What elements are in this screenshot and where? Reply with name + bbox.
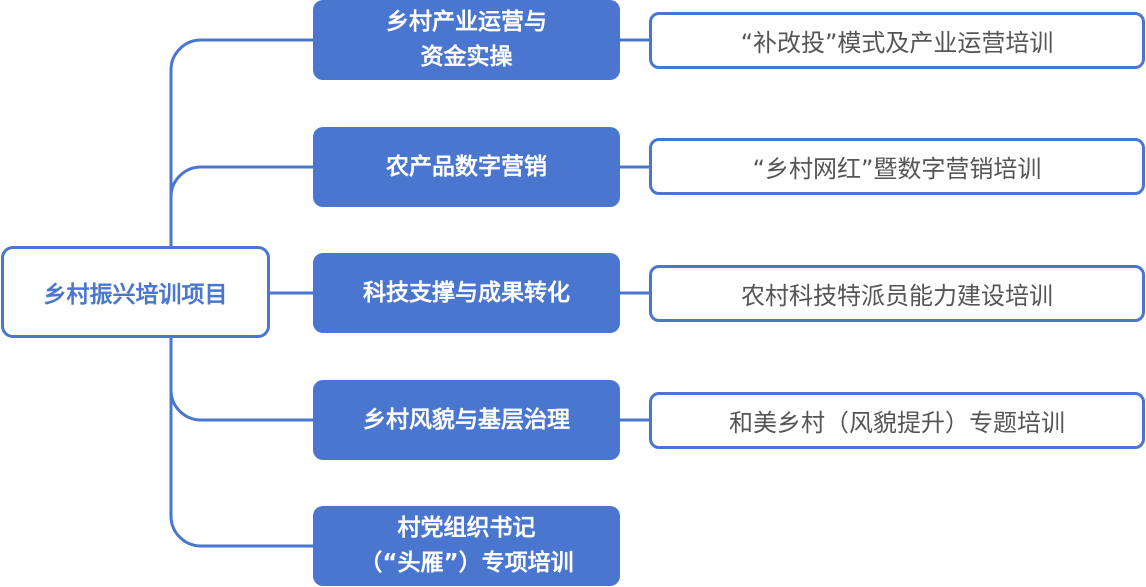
branch-label-line: （“头雁”）专项培训 <box>359 550 574 576</box>
branch-node-tech-support[interactable]: 科技支撑与成果转化 <box>313 253 620 333</box>
connector-branch-5 <box>169 338 313 548</box>
branch-label-line: 农产品数字营销 <box>386 153 547 180</box>
branch-node-industry-operation[interactable]: 乡村产业运营与 资金实操 <box>313 0 620 80</box>
branch-label-line: 乡村产业运营与 <box>386 9 547 35</box>
branch-node-party-secretary[interactable]: 村党组织书记 （“头雁”）专项培训 <box>313 506 620 586</box>
branch-label-line: 资金实操 <box>420 44 513 70</box>
leaf-label: 和美乡村（风貌提升）专题培训 <box>729 409 1065 437</box>
branch-label-line: 科技支撑与成果转化 <box>363 279 570 306</box>
root-label: 乡村振兴培训项目 <box>43 282 228 308</box>
connector-branch-4 <box>169 338 313 422</box>
connector-branch-2 <box>169 165 313 246</box>
root-node[interactable]: 乡村振兴培训项目 <box>1 246 270 338</box>
leaf-node-tech-commissioner-training[interactable]: 农村科技特派员能力建设培训 <box>649 265 1145 322</box>
leaf-label: “乡村网红”暨数字营销培训 <box>752 155 1042 183</box>
branch-node-rural-governance[interactable]: 乡村风貌与基层治理 <box>313 380 620 460</box>
leaf-label: “补改投”模式及产业运营培训 <box>740 29 1054 57</box>
connector-branch-1 <box>169 38 313 246</box>
leaf-label: 农村科技特派员能力建设培训 <box>741 282 1053 310</box>
leaf-node-village-appearance-training[interactable]: 和美乡村（风貌提升）专题培训 <box>649 392 1145 449</box>
branch-node-digital-marketing[interactable]: 农产品数字营销 <box>313 127 620 207</box>
leaf-node-industry-training[interactable]: “补改投”模式及产业运营培训 <box>649 12 1145 69</box>
branch-label-line: 村党组织书记 <box>397 515 536 541</box>
branch-label-line: 乡村风貌与基层治理 <box>363 406 570 433</box>
leaf-node-influencer-training[interactable]: “乡村网红”暨数字营销培训 <box>649 138 1145 195</box>
